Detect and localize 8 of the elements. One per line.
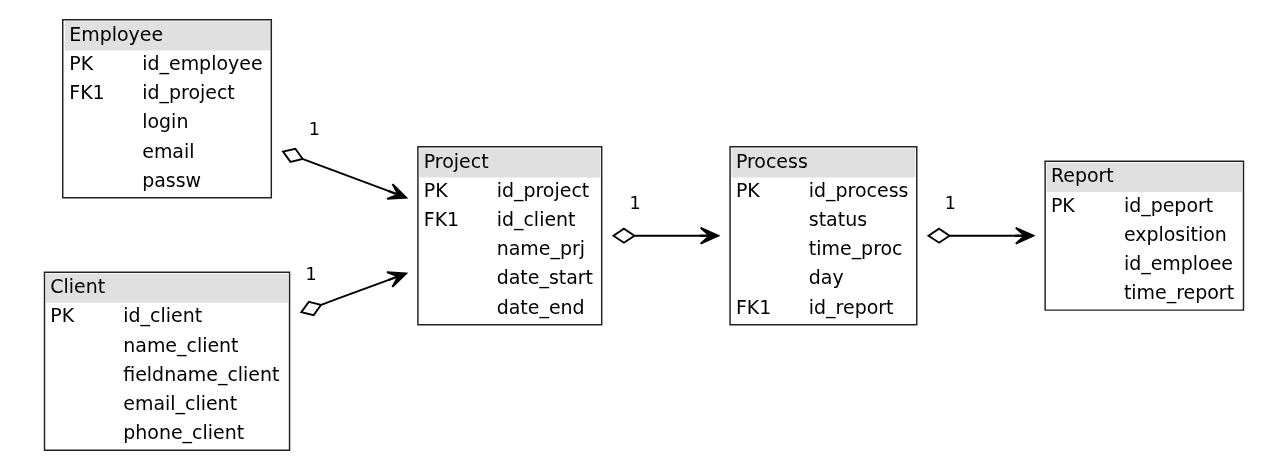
arrow	[926, 226, 1034, 245]
arrow	[299, 271, 407, 317]
arrow	[280, 147, 407, 200]
edge-label: 1	[944, 193, 956, 214]
edge-label: 1	[304, 263, 317, 284]
edge-label: 1	[308, 118, 320, 139]
arrow	[611, 226, 719, 245]
edge-label: 1	[629, 193, 641, 214]
